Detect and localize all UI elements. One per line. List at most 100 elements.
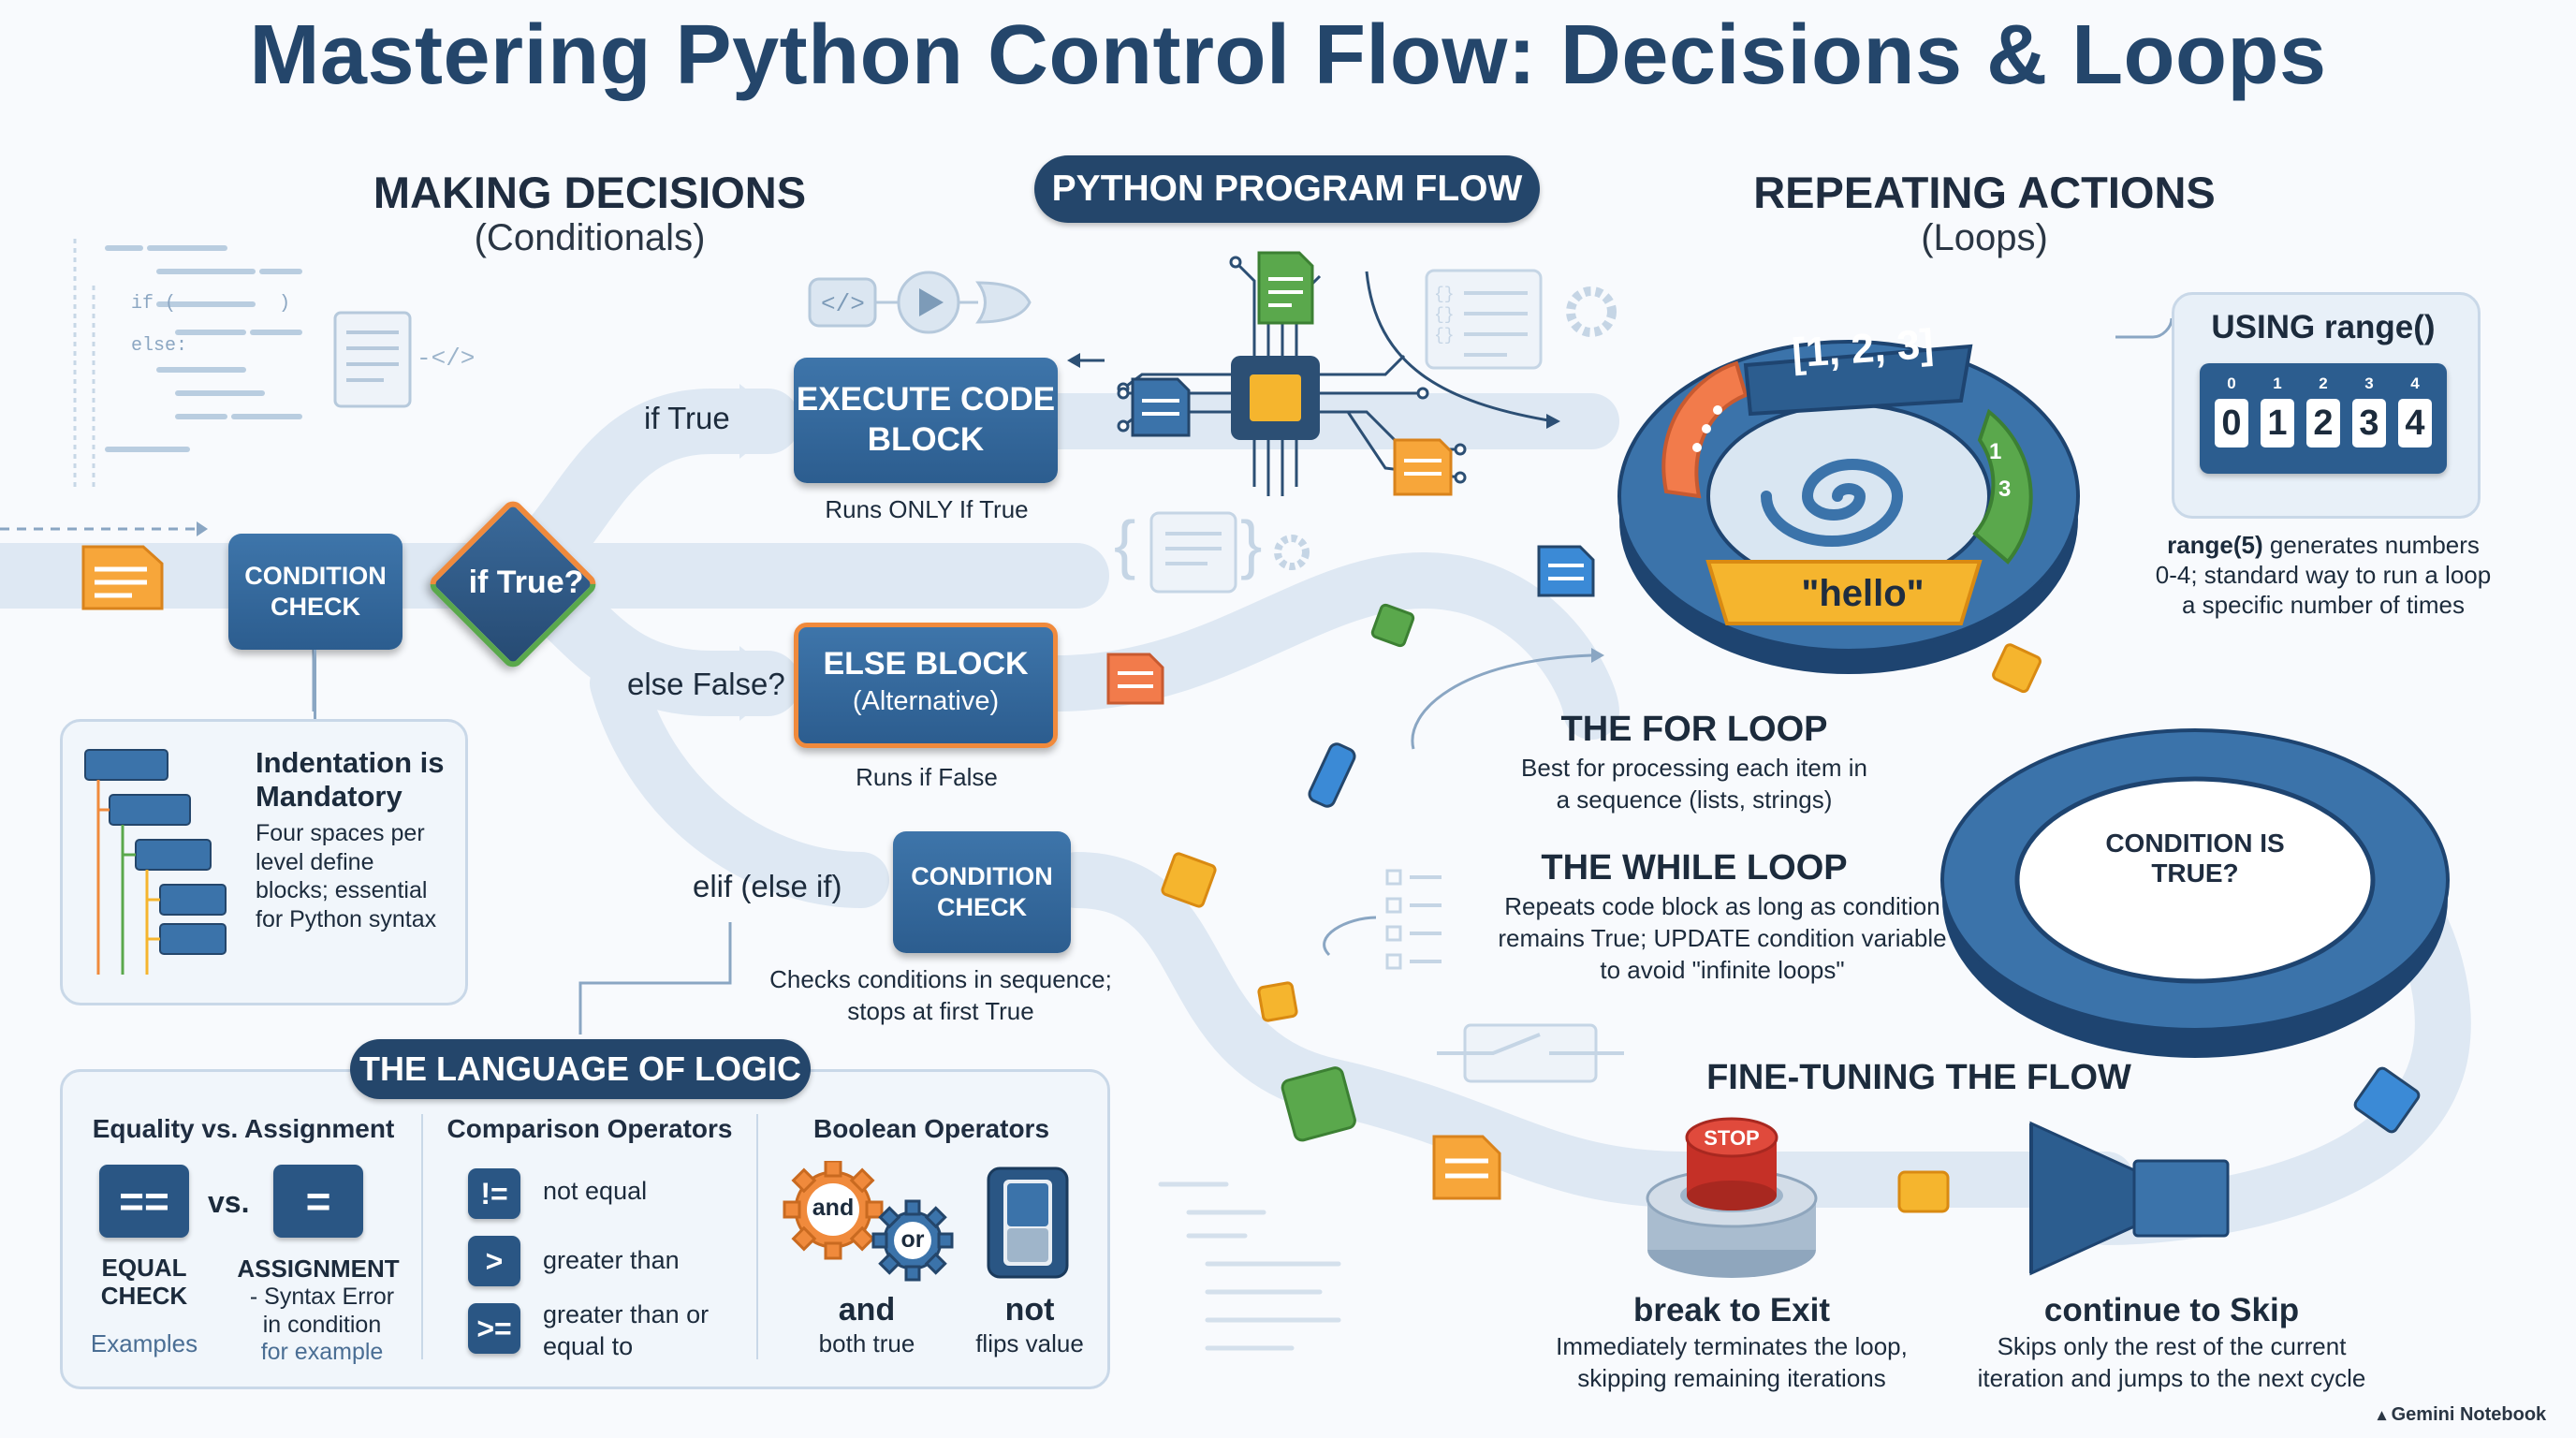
list-icon	[1385, 869, 1442, 970]
code-window-icon: {}{}{}	[1425, 269, 1617, 370]
block-icon	[2353, 1066, 2421, 1134]
indentation-panel: Indentation is Mandatory Four spaces per…	[60, 719, 468, 1005]
page-title: Mastering Python Control Flow: Decisions…	[249, 8, 2327, 102]
funnel-skip-icon	[2029, 1121, 2230, 1276]
execute-block-box: EXECUTE CODE BLOCK	[794, 358, 1058, 483]
range-title: USING range()	[2211, 309, 2436, 345]
not-note: flips value	[975, 1329, 1084, 1357]
not-equal-label: not equal	[543, 1177, 648, 1205]
greater-than-label: greater than	[543, 1246, 680, 1274]
while-loop-ring	[1940, 728, 2450, 1058]
code-if-keyword: if (	[131, 293, 177, 315]
and-or-gears-icon	[783, 1161, 954, 1282]
block-icon	[1281, 1066, 1356, 1142]
svg-text:{}: {}	[1434, 306, 1455, 325]
else-block-sub: (Alternative)	[852, 686, 1000, 716]
elif-label: elif (else if)	[693, 869, 842, 903]
else-block-box: ELSE BLOCK (Alternative)	[794, 623, 1058, 748]
range-digit: 3	[2352, 399, 2386, 448]
code-lines-decoration	[1158, 1181, 1341, 1351]
gemini-logo-icon: ▴	[2378, 1405, 2387, 1424]
range-note-text: generates numbers 0-4; standard way to r…	[2155, 531, 2492, 620]
break-title: break to Exit	[1632, 1292, 1831, 1328]
else-label: else False?	[627, 667, 785, 701]
indentation-title: Indentation is Mandatory	[256, 746, 445, 813]
range-digit: 4	[2398, 399, 2432, 448]
document-code-icon: -</>	[333, 311, 475, 408]
for-example-label: for example	[260, 1339, 384, 1365]
block-icon	[1161, 852, 1217, 908]
decisions-heading: MAKING DECISIONS	[373, 168, 807, 217]
block-icon	[1992, 643, 2042, 694]
greater-equal-label: greater than or equal to	[543, 1300, 710, 1360]
indentation-body: Four spaces per level define blocks; ess…	[256, 820, 437, 932]
range-index: 0	[2227, 374, 2236, 392]
elif-note: Checks conditions in sequence; stops at …	[769, 965, 1112, 1025]
svg-text:3: 3	[1998, 477, 2011, 502]
block-icon	[1897, 1170, 1950, 1213]
not-label: not	[1004, 1292, 1055, 1328]
repeating-subheading: (Loops)	[1921, 217, 2048, 258]
document-icon	[1106, 653, 1164, 705]
equality-heading: Equality vs. Assignment	[92, 1114, 395, 1143]
vs-label: vs.	[208, 1185, 250, 1219]
equality-key: ==	[99, 1165, 189, 1238]
range-index: 1	[2273, 374, 2282, 392]
range-index: 4	[2410, 374, 2420, 392]
logic-divider	[756, 1114, 758, 1359]
not-equal-key: !=	[468, 1168, 520, 1219]
continue-title: continue to Skip	[2043, 1292, 2300, 1328]
svg-text:}: }	[1240, 507, 1262, 580]
range-note: range(5) generates numbers 0-4; standard…	[2153, 530, 2494, 621]
block-icon	[1308, 742, 1356, 808]
repeating-heading: REPEATING ACTIONS	[1753, 168, 2216, 217]
cpu-chip-icon	[1067, 251, 1560, 496]
code-else-keyword: else:	[131, 335, 188, 357]
equal-check-label: EQUAL CHECK	[100, 1254, 188, 1310]
execute-block-note: Runs ONLY If True	[825, 495, 1029, 523]
greater-equal-key: >=	[468, 1303, 520, 1354]
document-icon	[1537, 545, 1595, 597]
logic-divider	[421, 1114, 423, 1359]
assignment-label: ASSIGNMENT	[237, 1255, 400, 1283]
continue-note: Skips only the rest of the current itera…	[1977, 1332, 2366, 1392]
watermark: ▴ Gemini Notebook	[2378, 1404, 2546, 1426]
while-loop-body: Repeats code block as long as condition …	[1498, 892, 1947, 984]
block-icon	[1257, 981, 1298, 1022]
toggle-switch-icon	[987, 1167, 1069, 1279]
for-loop-body: Best for processing each item in a seque…	[1521, 754, 1867, 814]
while-ring-label: CONDITION IS TRUE?	[2105, 829, 2285, 888]
circuit-switch-icon	[1437, 1023, 1624, 1083]
for-loop-title: THE FOR LOOP	[1560, 710, 1828, 749]
boolean-heading: Boolean Operators	[812, 1114, 1050, 1143]
scroll-document-icon: { }	[1114, 507, 1310, 594]
connector-line	[314, 650, 316, 720]
for-loop-ring	[1617, 340, 2080, 674]
examples-label: Examples	[90, 1329, 198, 1357]
indentation-levels-icon	[84, 749, 227, 975]
assignment-key: =	[273, 1165, 363, 1238]
range-display: 0 1 2 3 4 0 1 2 3 4	[2200, 363, 2447, 474]
logic-pill: THE LANGUAGE OF LOGIC	[350, 1039, 811, 1099]
and-label: and	[838, 1292, 896, 1328]
code-if-close: )	[279, 293, 291, 315]
code-play-gate-icons: </>	[808, 271, 1032, 334]
and-note: both true	[818, 1329, 915, 1357]
svg-text:-</>: -</>	[417, 345, 475, 373]
range-digit: 2	[2306, 399, 2340, 448]
stop-button-icon	[1646, 1117, 1818, 1278]
svg-text:1: 1	[1989, 439, 2001, 464]
watermark-text: Gemini Notebook	[2391, 1404, 2547, 1425]
stop-button-text: STOP	[1704, 1126, 1760, 1150]
while-loop-title: THE WHILE LOOP	[1541, 848, 1848, 888]
comparison-heading: Comparison Operators	[446, 1114, 733, 1143]
assignment-note: - Syntax Error in condition	[249, 1284, 395, 1338]
code-snippet-decoration	[73, 239, 302, 492]
range-index: 2	[2319, 374, 2328, 392]
iteration-arrows: 3 1	[1692, 405, 2011, 502]
document-icon	[1432, 1135, 1501, 1200]
program-flow-pill: PYTHON PROGRAM FLOW	[1034, 155, 1540, 223]
break-note: Immediately terminates the loop, skippin…	[1556, 1332, 1908, 1392]
gear-and-label: and	[812, 1195, 855, 1221]
